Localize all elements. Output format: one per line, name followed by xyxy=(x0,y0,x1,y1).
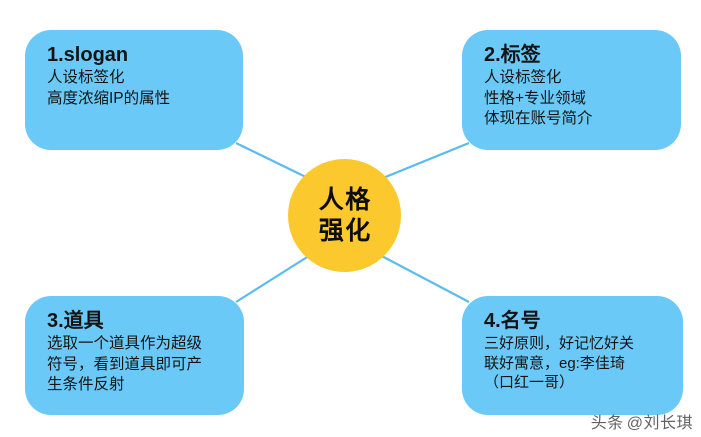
node-card-slogan[interactable]: 1.slogan 人设标签化 高度浓缩IP的属性 xyxy=(25,30,243,150)
node-body-line: 体现在账号简介 xyxy=(484,110,593,128)
node-body-line: 联好寓意，eg:李佳琦 xyxy=(484,354,625,372)
node-card-label[interactable]: 2.标签 人设标签化 性格+专业领域 体现在账号简介 xyxy=(462,30,681,150)
node-card-prop[interactable]: 3.道具 选取一个道具作为超级 符号，看到道具即可产 生条件反射 xyxy=(25,296,244,415)
node-body-line: 人设标签化 xyxy=(484,69,562,87)
watermark-handle: @刘长琪 xyxy=(626,415,693,432)
center-node-line-2: 强化 xyxy=(318,216,372,245)
center-node-circle[interactable]: 人格 强化 xyxy=(288,159,401,272)
connector-center-to-node-4 xyxy=(377,253,470,303)
watermark-brand: 头条 xyxy=(590,415,624,432)
connector-center-to-node-3 xyxy=(235,253,313,303)
node-body-line: 人设标签化 xyxy=(47,69,125,87)
center-node-line-1: 人格 xyxy=(318,185,372,214)
node-body-line: 三好原则，好记忆好关 xyxy=(484,335,635,353)
node-body-line: 选取一个道具作为超级 xyxy=(47,335,203,353)
node-card-name[interactable]: 4.名号 三好原则，好记忆好关 联好寓意，eg:李佳琦 （口红一哥） xyxy=(462,296,683,415)
node-body-3: 选取一个道具作为超级 符号，看到道具即可产 生条件反射 xyxy=(47,334,228,394)
node-title-1: 1.slogan xyxy=(47,44,129,66)
node-body-4: 三好原则，好记忆好关 联好寓意，eg:李佳琦 （口红一哥） xyxy=(484,334,667,393)
node-body-line: （口红一哥） xyxy=(484,374,575,392)
node-title-3: 3.道具 xyxy=(47,310,104,332)
connector-center-to-node-2 xyxy=(377,141,470,182)
node-title-2: 2.标签 xyxy=(484,44,541,66)
node-body-line: 符号，看到道具即可产 xyxy=(47,355,203,373)
watermark: 头条@刘长琪 xyxy=(591,409,693,433)
connector-center-to-node-1 xyxy=(235,142,313,181)
node-body-line: 高度浓缩IP的属性 xyxy=(47,89,171,107)
node-body-1: 人设标签化 高度浓缩IP的属性 xyxy=(47,68,227,109)
node-body-line: 性格+专业领域 xyxy=(484,89,587,107)
node-title-4: 4.名号 xyxy=(484,310,541,332)
node-body-line: 生条件反射 xyxy=(47,375,125,393)
node-body-2: 人设标签化 性格+专业领域 体现在账号简介 xyxy=(484,68,665,129)
